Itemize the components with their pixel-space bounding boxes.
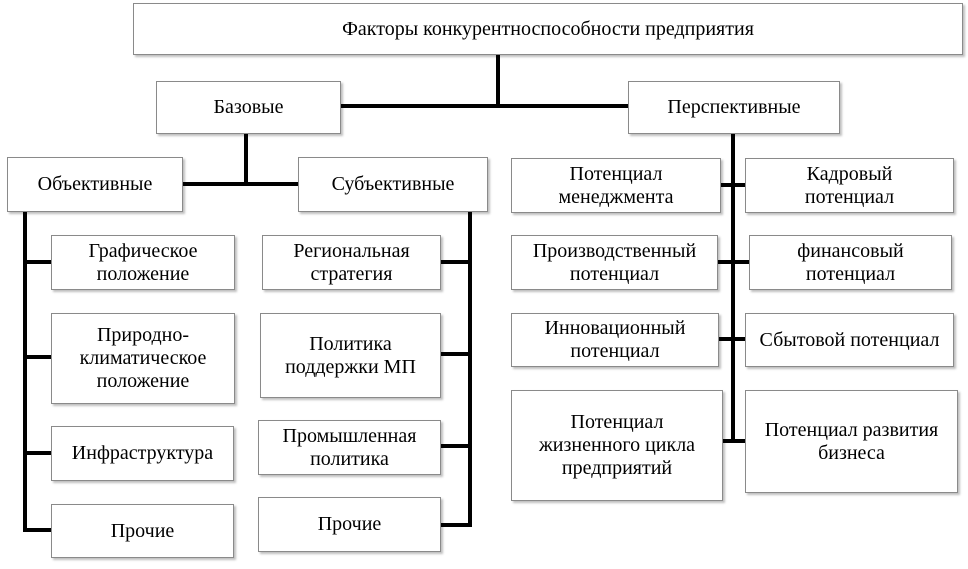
subjective-item: Политика поддержки МП (260, 313, 441, 398)
perspective-left-item: Инновационный потенциал (511, 313, 719, 367)
perspective-left-item: Производственный потенциал (511, 235, 718, 290)
perspective-node: Перспективные (628, 81, 840, 134)
subjective-item: Региональная стратегия (262, 235, 441, 290)
subjective-item: Прочие (258, 497, 441, 552)
perspective-right-item: Кадровый потенциал (745, 158, 954, 213)
subjective-item: Промышленная политика (258, 420, 441, 475)
root-node: Факторы конкурентноспособности предприят… (133, 3, 963, 55)
objective-item: Инфраструктура (51, 426, 234, 481)
subjective-node: Субъективные (298, 157, 488, 212)
objective-item: Прочие (51, 504, 234, 558)
objective-node: Объективные (7, 157, 183, 212)
perspective-right-item: Потенциал развития бизнеса (745, 390, 958, 493)
perspective-right-item: финансовый потенциал (749, 235, 952, 290)
basic-node: Базовые (156, 81, 341, 134)
perspective-left-item: Потенциал жизненного цикла предприятий (511, 390, 723, 501)
perspective-right-item: Сбытовой потенциал (745, 313, 954, 367)
objective-item: Природно- климатическое положение (51, 313, 235, 404)
objective-item: Графическое положение (51, 235, 235, 290)
perspective-left-item: Потенциал менеджмента (511, 158, 721, 213)
